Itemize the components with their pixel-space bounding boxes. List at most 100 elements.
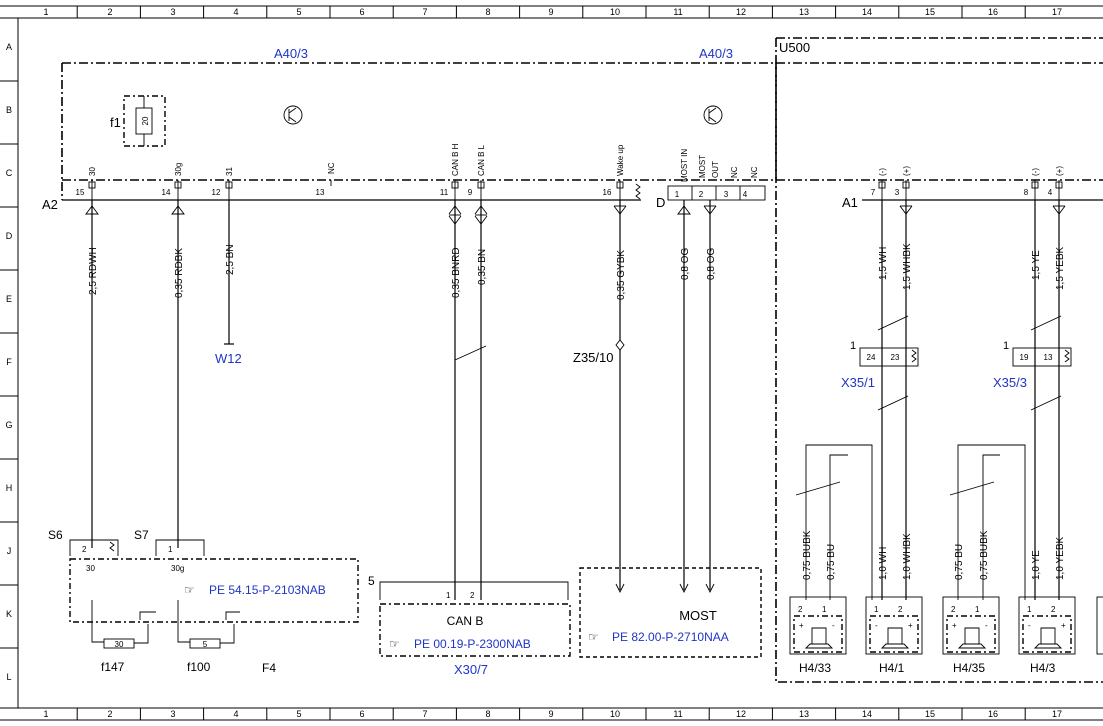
svg-text:5: 5 [368, 574, 375, 588]
svg-text:24: 24 [867, 353, 876, 362]
svg-text:1: 1 [822, 605, 827, 614]
svg-text:2: 2 [798, 605, 803, 614]
svg-text:15: 15 [76, 188, 85, 197]
grid-col: 10 [610, 7, 620, 17]
svg-text:NC: NC [730, 166, 739, 178]
x30-7-label[interactable]: X30/7 [454, 662, 488, 677]
speaker-icon [880, 627, 910, 649]
grid-row: G [5, 420, 12, 430]
grid-row: F [6, 357, 12, 367]
svg-text:30: 30 [86, 564, 95, 573]
speaker-partial [1096, 596, 1103, 655]
a40-label-right[interactable]: A40/3 [699, 46, 733, 61]
wire-label: 1,0 YE [1031, 550, 1042, 580]
wire-label: 0,35 RDBK [174, 248, 185, 298]
svg-text:3: 3 [724, 190, 729, 199]
svg-text:2: 2 [898, 605, 903, 614]
s7-label: S7 [134, 528, 149, 542]
wire-label: 1,5 WHBK [902, 243, 913, 290]
pin-direction-markers [85, 205, 1066, 351]
x35-3-label[interactable]: X35/3 [993, 375, 1027, 390]
svg-text:+: + [952, 621, 957, 630]
svg-text:2: 2 [951, 605, 956, 614]
x35-1-label[interactable]: X35/1 [841, 375, 875, 390]
grid-row: D [6, 231, 13, 241]
ref-pe82[interactable]: PE 82.00-P-2710NAA [612, 630, 729, 644]
svg-text:MOST IN: MOST IN [680, 149, 689, 182]
grid-col: 17 [1052, 7, 1062, 17]
grid-col: 4 [233, 7, 238, 17]
wire-label: 1,0 WH [878, 547, 889, 580]
a2-label: A2 [42, 197, 58, 212]
grid-row: K [6, 609, 12, 619]
svg-text:+: + [1061, 621, 1066, 630]
grid-col: 5 [296, 709, 301, 719]
grid-col: 14 [862, 7, 872, 17]
grid-col: 6 [359, 709, 364, 719]
wire-label: 2,5 RDWH [88, 247, 99, 295]
x35-1-connector: 1 24 23 X35/1 [841, 340, 919, 390]
a40-label-left[interactable]: A40/3 [274, 46, 308, 61]
grid-col: 5 [296, 7, 301, 17]
grid-col: 15 [925, 7, 935, 17]
x35-3-connector: 1 19 13 X35/3 [993, 340, 1072, 390]
svg-text:9: 9 [468, 188, 473, 197]
z35-label: Z35/10 [573, 350, 613, 365]
grid-row: B [6, 105, 12, 115]
w12-label[interactable]: W12 [215, 351, 242, 366]
grid-row: H [6, 483, 13, 493]
f100-label: f100 [187, 660, 211, 674]
wire-label: 1,0 WHBK [902, 533, 913, 580]
grid-col: 12 [736, 7, 746, 17]
grid-col: 11 [673, 7, 682, 17]
svg-text:4: 4 [743, 190, 748, 199]
svg-text:+: + [799, 621, 804, 630]
svg-text:1: 1 [850, 340, 856, 352]
wire-label: 1,5 WH [878, 247, 889, 280]
grid-col: 9 [548, 709, 553, 719]
speaker-icon [957, 627, 987, 649]
grid-col: 4 [233, 709, 238, 719]
svg-text:1: 1 [446, 591, 451, 600]
wire-label: 0,75 BU [826, 544, 837, 580]
fuse-f147 [103, 638, 135, 649]
svg-text:Wake up: Wake up [616, 144, 625, 176]
f147-label: f147 [101, 660, 125, 674]
svg-text:16: 16 [603, 188, 612, 197]
svg-text:1: 1 [1027, 605, 1032, 614]
d-connector: D 1 2 3 4 MOST IN MOST OUT NC NC [656, 149, 766, 210]
grid-col: 2 [107, 7, 112, 17]
svg-text:2: 2 [699, 190, 704, 199]
grid-col: 16 [988, 709, 998, 719]
grid-row: L [6, 672, 11, 682]
svg-text:30g: 30g [171, 564, 184, 573]
svg-text:NC: NC [327, 162, 336, 174]
grid-col: 13 [799, 7, 809, 17]
ref-pe54[interactable]: PE 54.15-P-2103NAB [209, 583, 326, 597]
svg-text:1: 1 [874, 605, 879, 614]
grid-col: 6 [359, 7, 364, 17]
grid-row: C [6, 168, 13, 178]
svg-text:CAN B H: CAN B H [451, 143, 460, 176]
grid-col: 16 [988, 7, 998, 17]
svg-text:2: 2 [82, 545, 87, 554]
grid-col: 2 [107, 709, 112, 719]
grid-col: 12 [736, 709, 746, 719]
a1-pin-stubs [878, 180, 1063, 200]
grid-col: 1 [43, 709, 48, 719]
svg-text:1: 1 [675, 190, 680, 199]
fuse-f1-label: f1 [110, 115, 121, 130]
ref-pe00[interactable]: PE 00.19-P-2300NAB [414, 637, 531, 651]
grid-col: 9 [548, 7, 553, 17]
grid-row: A [6, 42, 12, 52]
svg-text:14: 14 [162, 188, 171, 197]
wire-label: 1,5 YEBK [1055, 246, 1066, 290]
grid-row: E [6, 294, 12, 304]
grid-column-labels-bottom: 1 2 3 4 5 6 7 8 9 10 11 12 13 14 15 16 1… [43, 709, 1062, 719]
svg-text:30: 30 [88, 167, 97, 176]
speaker-icon [1033, 627, 1063, 649]
grid-col: 15 [925, 709, 935, 719]
pointer-hand-icon: ☞ [588, 630, 599, 644]
svg-text:1: 1 [1003, 340, 1009, 352]
svg-text:12: 12 [212, 188, 221, 197]
